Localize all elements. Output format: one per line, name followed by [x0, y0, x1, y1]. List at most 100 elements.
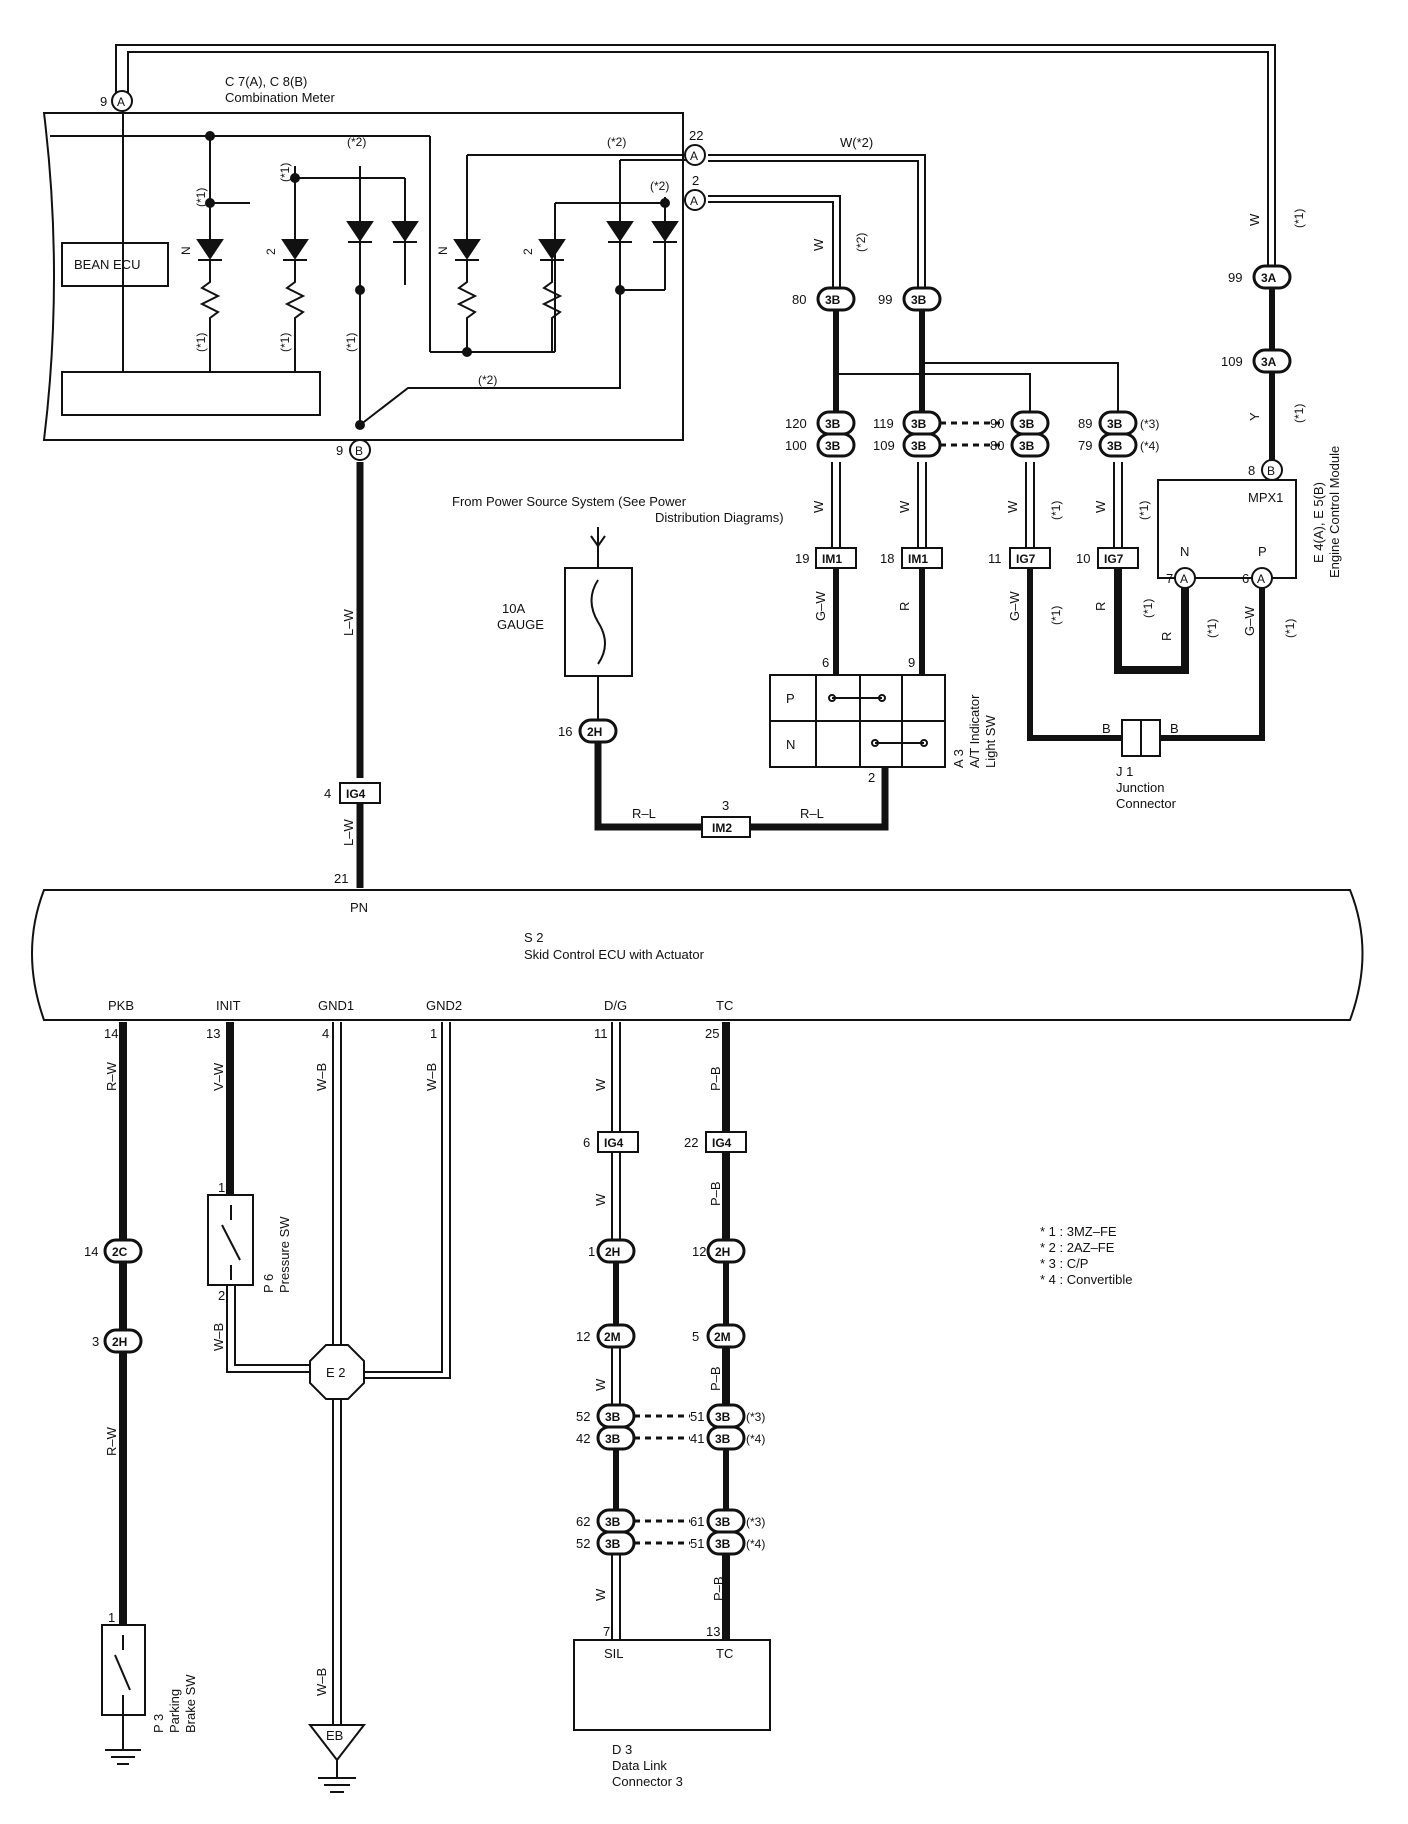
power-line2: Distribution Diagrams) — [655, 510, 784, 525]
wire-w-80 — [708, 195, 841, 290]
resistor-3-icon — [456, 260, 478, 352]
junction-dot — [205, 131, 215, 141]
wl-r-2: R — [1093, 602, 1108, 611]
pin-13-dlc: 13 — [706, 1624, 720, 1639]
wl-rl-2: R–L — [800, 806, 824, 821]
pin-79: 79 — [1078, 438, 1092, 453]
c2m-5: 2M — [714, 1330, 731, 1344]
ig4-top: IG4 — [346, 787, 366, 801]
c2h-1: 2H — [605, 1245, 620, 1259]
c3b-41: 3B — [715, 1432, 731, 1446]
meter-conn-a-22: A — [690, 149, 698, 163]
j1-line2: Connector — [1116, 796, 1177, 811]
pin-51b: 51 — [690, 1536, 704, 1551]
wl-w-3: W — [1005, 500, 1020, 513]
pin-1: 1 — [430, 1026, 437, 1041]
pin-16: 16 — [558, 724, 572, 739]
wl-wb-1: W–B — [314, 1063, 329, 1091]
wire-label-w-ecm: W — [1247, 213, 1262, 226]
pin-109b: 109 — [873, 438, 895, 453]
wl-s1-gw3: (*1) — [1283, 619, 1297, 638]
psw-ref: P 6 — [261, 1274, 276, 1293]
pin-psw-2: 2 — [218, 1288, 225, 1303]
wire-label-w-star2: W(*2) — [840, 135, 873, 150]
wl-s1-r3: (*1) — [1205, 619, 1219, 638]
note-star1-e: (*1) — [344, 333, 358, 352]
led-2-icon — [281, 239, 309, 261]
wl-rw-2: R–W — [104, 1426, 119, 1456]
ecm-name: Engine Control Module — [1327, 446, 1342, 578]
c3b-42: 3B — [605, 1432, 621, 1446]
wire-w-star2-b — [708, 160, 919, 290]
meter-ref: C 7(A), C 8(B) — [225, 74, 307, 89]
c3b-52a: 3B — [605, 1410, 621, 1424]
combination-meter — [42, 101, 700, 441]
wl-r-1: R — [897, 602, 912, 611]
im1-19: IM1 — [822, 552, 842, 566]
diode-1-icon — [346, 221, 374, 243]
ground-eb — [307, 1724, 367, 1793]
at-n: N — [786, 737, 795, 752]
legend-3: * 3 : C/P — [1040, 1256, 1088, 1271]
pin-10: 10 — [1076, 551, 1090, 566]
fuse-box — [564, 567, 633, 677]
wire-rl-at2 — [750, 767, 889, 831]
note-s3-b2: (*3) — [746, 1515, 765, 1529]
data-link-connector — [573, 1639, 771, 1731]
c3b-61: 3B — [715, 1515, 731, 1529]
legend-2: * 2 : 2AZ–FE — [1040, 1240, 1115, 1255]
wl-wb-2: W–B — [424, 1063, 439, 1091]
pin-41: 41 — [690, 1431, 704, 1446]
pin-12-2h: 12 — [692, 1244, 706, 1259]
wire-label-star1-ecm: (*1) — [1292, 209, 1306, 228]
meter-conn-a-top: A — [117, 95, 125, 109]
skid-control-ecu — [31, 889, 1364, 1021]
im1-18: IM1 — [908, 552, 928, 566]
wire-wb-gnd2 — [365, 1022, 443, 1373]
ecm-block — [1157, 479, 1297, 579]
pb-ref: P 3 — [151, 1714, 166, 1733]
c3b-90: 3B — [1019, 417, 1035, 431]
ecm-outline — [1157, 479, 1297, 579]
led-1-icon — [196, 239, 224, 261]
wl-w-dg4: W — [593, 1588, 608, 1601]
pin-62: 62 — [576, 1514, 590, 1529]
dlc-ref: D 3 — [612, 1742, 632, 1757]
resistor-2-icon — [284, 260, 306, 372]
note-s3-b1: (*3) — [746, 1410, 765, 1424]
ecm-conn-a-7: A — [1180, 572, 1188, 586]
wire-meter-to-ecm-b — [127, 51, 1269, 270]
junction-dot — [660, 198, 670, 208]
pin-80: 80 — [792, 292, 806, 307]
led-label-n1: N — [179, 246, 193, 255]
c3b-52b: 3B — [605, 1537, 621, 1551]
meter-pin-top: 9 — [100, 94, 107, 109]
pin-at-6: 6 — [822, 655, 829, 670]
c3a-109-label: 3A — [1261, 355, 1277, 369]
c3b-120: 3B — [825, 417, 841, 431]
c3b-51a: 3B — [715, 1410, 731, 1424]
led-label-2b: 2 — [521, 248, 535, 255]
pin-13: 13 — [206, 1026, 220, 1041]
wire-w-star2 — [708, 154, 926, 290]
wl-r-3: R — [1159, 632, 1174, 641]
c2c-label: 2C — [112, 1245, 128, 1259]
junction-dot — [355, 285, 365, 295]
at-p: P — [786, 691, 795, 706]
wire-rl-im2 — [594, 742, 702, 831]
ground-e2 — [309, 1344, 365, 1400]
note-star2-b: (*2) — [607, 135, 626, 149]
wl-w-4: W — [1093, 500, 1108, 513]
ig4-tc: IG4 — [712, 1136, 732, 1150]
ecu-pn: PN — [350, 900, 368, 915]
wire-wb-gnd2-b — [365, 1022, 451, 1379]
bean-ecu-box — [61, 242, 169, 287]
ecm-mpx: MPX1 — [1248, 490, 1283, 505]
fuse — [564, 535, 633, 677]
c2h-12: 2H — [715, 1245, 730, 1259]
bean-ecu-label: BEAN ECU — [74, 257, 140, 272]
note-star1-b: (*1) — [278, 163, 292, 182]
note-s4-b1: (*4) — [746, 1432, 765, 1446]
pin-4: 4 — [324, 786, 331, 801]
ecm-n: N — [1180, 544, 1189, 559]
